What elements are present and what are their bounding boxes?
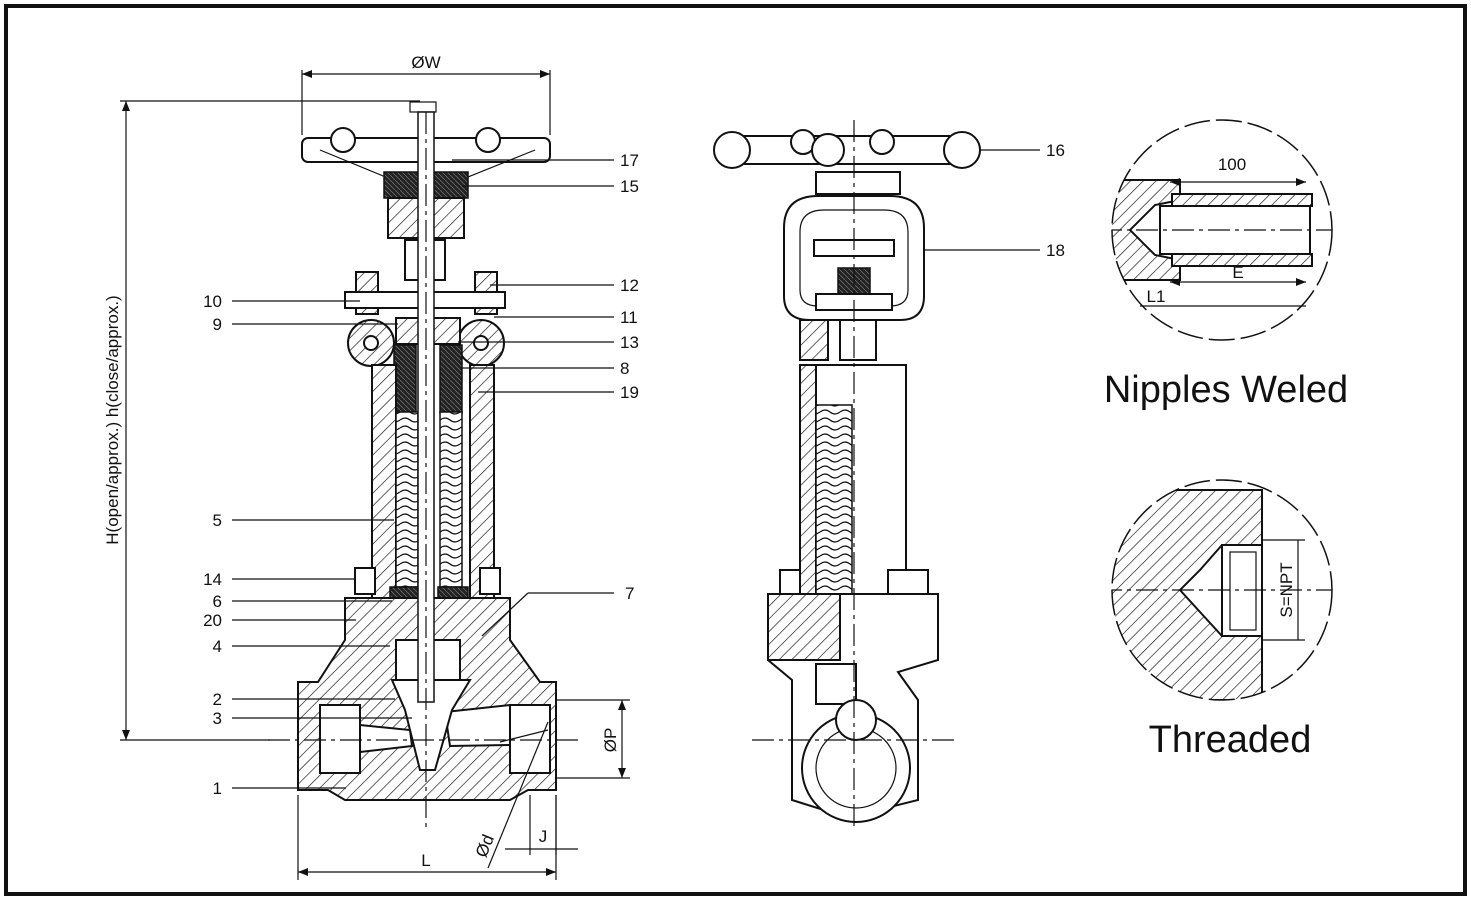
- side-view: [713, 120, 981, 830]
- callout-16: 16: [1046, 141, 1065, 160]
- callout-7: 7: [625, 584, 634, 603]
- socket-depth-label: J: [539, 827, 548, 846]
- callout-19: 19: [620, 383, 639, 402]
- nipples-weled-title: Nipples Weled: [1104, 369, 1348, 411]
- nipple-l1-label: L1: [1147, 287, 1166, 306]
- callout-12: 12: [620, 276, 639, 295]
- thread-spec-label: S=NPT: [1277, 562, 1296, 617]
- height-label: H(open/approx.) h(close/approx.): [103, 295, 122, 544]
- callout-10: 10: [203, 292, 222, 311]
- callout-4: 4: [213, 637, 222, 656]
- front-section-view: [268, 101, 580, 830]
- length-label: L: [421, 851, 430, 870]
- nipple-length-label: 100: [1218, 155, 1246, 174]
- callout-18: 18: [1046, 241, 1065, 260]
- callout-3: 3: [213, 709, 222, 728]
- callout-6: 6: [213, 592, 222, 611]
- threaded-title: Threaded: [1149, 719, 1312, 761]
- callout-8: 8: [620, 359, 629, 378]
- callout-20: 20: [203, 611, 222, 630]
- callout-11: 11: [620, 308, 638, 327]
- callout-9: 9: [213, 315, 222, 334]
- callout-14: 14: [203, 570, 222, 589]
- callout-2: 2: [213, 690, 222, 709]
- callout-1: 1: [213, 779, 222, 798]
- handwheel-diameter-label: ØW: [411, 53, 440, 72]
- bore-diameter-label: Ød: [472, 832, 498, 860]
- port-diameter-label: ØP: [601, 728, 620, 753]
- nipples-weled-detail: 100 E L1 Nipples Weled: [1104, 119, 1348, 411]
- threaded-detail: S=NPT Threaded: [1111, 479, 1333, 761]
- callout-13: 13: [620, 333, 639, 352]
- callout-5: 5: [213, 511, 222, 530]
- nipple-e-label: E: [1232, 263, 1243, 282]
- part-callouts: 17 15 12 11 13 8 19 10 9 5 14 6 20 4 2 3…: [203, 141, 1065, 798]
- callout-17: 17: [620, 151, 639, 170]
- callout-15: 15: [620, 177, 639, 196]
- drawing-frame: [4, 4, 1467, 896]
